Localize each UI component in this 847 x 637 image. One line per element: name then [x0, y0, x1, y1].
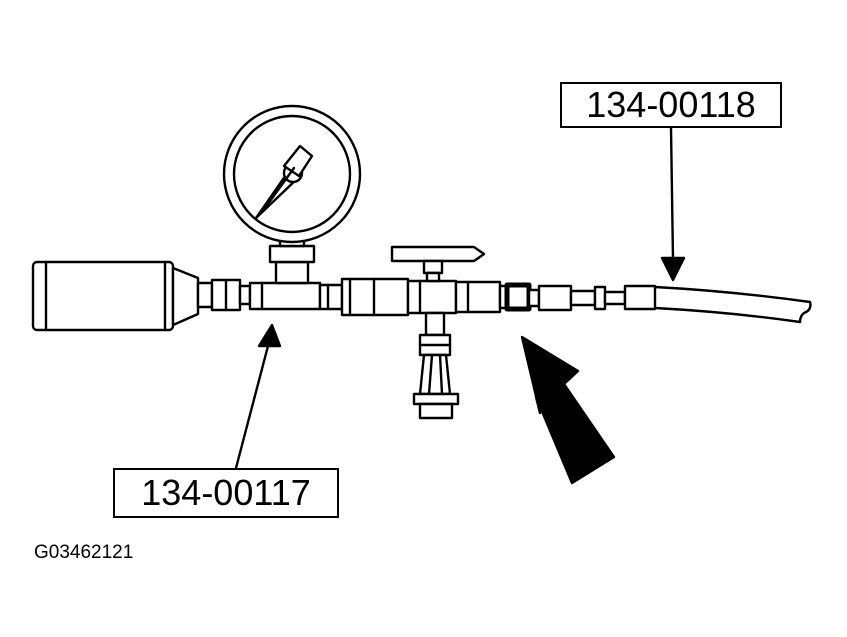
leader-hose	[660, 126, 686, 282]
figure-id: G03462121	[34, 542, 134, 563]
valve-handle-icon	[390, 245, 486, 283]
seal-ring	[504, 282, 532, 312]
hose-part-number-label: 134-00118	[586, 84, 756, 125]
drain-valve	[412, 311, 460, 420]
tee-part-number-label: 134-00117	[141, 472, 311, 513]
adapter-cylinder	[31, 260, 252, 332]
leader-tee	[234, 323, 282, 470]
callout-hose-part-number: 134-00118	[560, 82, 782, 128]
hose	[623, 284, 812, 324]
callout-tee-part-number: 134-00117	[113, 468, 339, 518]
pointer-arrow-icon	[520, 335, 616, 485]
hose-fittings	[527, 284, 627, 312]
pressure-gauge-icon	[222, 104, 362, 244]
tee-fitting	[248, 234, 344, 311]
coupler-assembly	[340, 277, 508, 317]
